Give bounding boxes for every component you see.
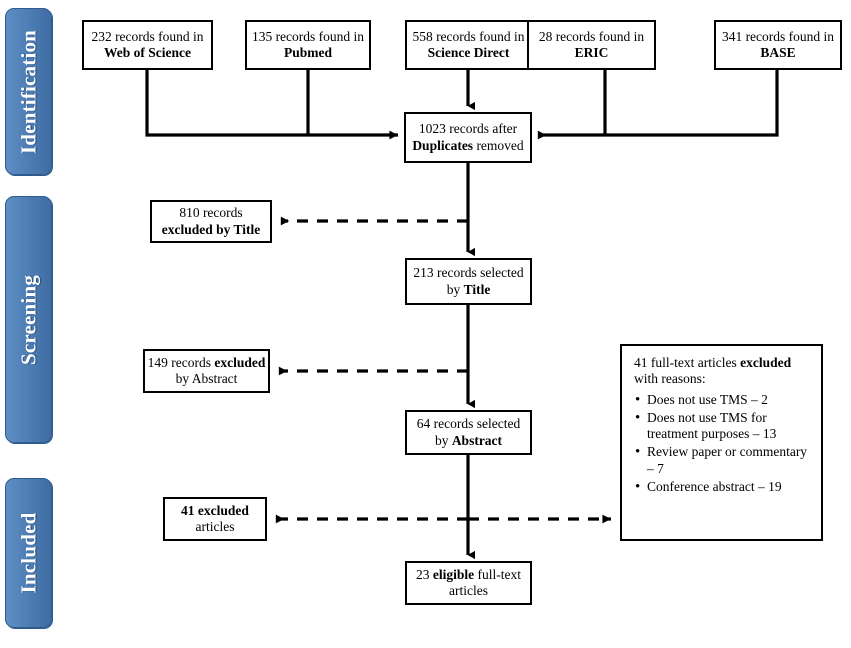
duplicates-line-1: 1023 records after [418,121,518,137]
exclusion-reason-item: Conference abstract – 19 [634,478,811,496]
selected-title-line-2-rest: by [446,281,464,297]
excluded-abstract-line-1-rest: 149 records [147,354,215,370]
stage-tab-included: Included [5,478,52,628]
node-exclusion-reasons: 41 full-text articles excluded with reas… [620,344,823,541]
exclusion-reasons-list: Does not use TMS – 2 Does not use TMS fo… [634,391,811,496]
eligible-line-1-tail: full-text [474,566,522,582]
source-box-eric: 28 records found in ERIC [527,20,656,70]
source-box-science-direct: 558 records found in Science Direct [405,20,532,70]
excluded-title-line-2: excluded by Title [161,221,261,237]
stage-label-included: Included [16,512,40,594]
selected-abstract-line-2-bold: Abstract [451,432,503,448]
source-line-2: BASE [760,45,796,60]
source-line-1: 341 records found in [721,28,835,44]
stage-tab-identification: Identification [5,8,52,175]
source-box-web-of-science: 232 records found in Web of Science [82,20,213,70]
node-duplicates-removed: 1023 records after Duplicates removed [404,112,532,163]
source-line-2: Pubmed [283,45,332,60]
duplicates-line-2-bold: Duplicates [412,137,474,153]
exclusion-reason-item: Does not use TMS for treatment purposes … [634,409,811,443]
stage-label-screening: Screening [16,274,40,365]
excluded-articles-line-1: 41 excluded [181,502,249,518]
eligible-line-1-rest: 23 [416,566,433,582]
excluded-abstract-line-1-bold: excluded [214,354,266,370]
excluded-abstract-line-2: by Abstract [175,371,238,386]
source-line-1: 28 records found in [538,28,645,44]
source-line-1: 558 records found in [412,28,525,44]
eligible-line-1-bold: eligible [432,566,475,582]
selected-title-line-2-bold: Title [463,281,491,297]
stage-tab-screening: Screening [5,196,52,443]
duplicates-line-2-tail: removed [476,137,524,153]
exclusion-reason-item: Review paper or commentary – 7 [634,443,811,477]
exclusion-reason-item: Does not use TMS – 2 [634,391,811,409]
reasons-heading-bold: excluded [740,355,792,370]
node-excluded-articles: 41 excluded articles [163,497,267,541]
source-line-2: Science Direct [427,45,510,60]
source-line-2: ERIC [574,45,609,60]
source-box-base: 341 records found in BASE [714,20,842,70]
eligible-line-2: articles [449,583,488,598]
node-eligible-full-text: 23 eligible full-text articles [405,561,532,605]
source-box-pubmed: 135 records found in Pubmed [245,20,371,70]
node-excluded-by-abstract: 149 records excluded by Abstract [143,349,270,393]
excluded-articles-line-2: articles [195,519,235,534]
source-line-1: 135 records found in [251,28,365,44]
selected-abstract-line-1: 64 records selected [416,416,521,432]
node-selected-by-title: 213 records selected by Title [405,258,532,305]
source-line-2: Web of Science [104,45,191,60]
selected-title-line-1: 213 records selected [413,265,524,281]
node-excluded-by-title: 810 records excluded by Title [150,200,272,243]
reasons-subheading: with reasons: [634,371,706,387]
source-line-1: 232 records found in [91,28,204,44]
reasons-heading-rest: 41 full-text articles [634,355,741,370]
stage-label-identification: Identification [16,29,40,154]
selected-abstract-line-2-rest: by [434,432,452,448]
node-selected-by-abstract: 64 records selected by Abstract [405,410,532,455]
excluded-title-line-1: 810 records [179,205,243,221]
